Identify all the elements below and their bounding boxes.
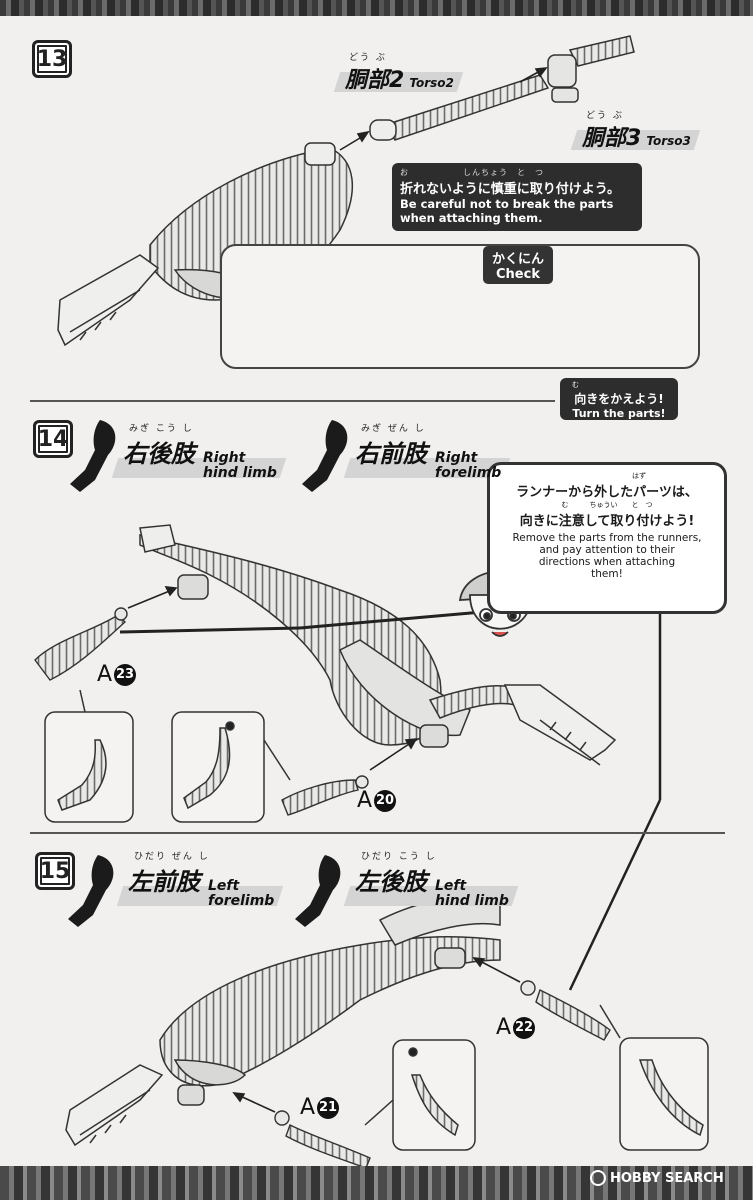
step14-arrows	[119, 586, 506, 771]
check-box	[220, 244, 700, 369]
speech-bubble: はず ランナーから外したパーツは、 む ちゅうい と つ 向きに注意して取り付け…	[487, 462, 727, 614]
step-15-label: 15	[39, 858, 71, 884]
speech-jp-2: 向きに注意して取り付けよう!	[519, 514, 695, 529]
right-hind-en: Right hind limb	[203, 451, 277, 480]
speech-ruby-2: む ちゅうい と つ	[561, 501, 653, 509]
step-13-number: 13	[32, 40, 72, 78]
left-fore-en: Left forelimb	[208, 879, 274, 908]
step-14-number: 14	[33, 420, 73, 458]
speech-en-1: Remove the parts from the runners,	[512, 532, 702, 544]
flipper-part-a20	[281, 775, 369, 816]
right-fore-jp: 右前肢	[355, 440, 427, 468]
detail-box-a22	[599, 1004, 709, 1151]
right-hind-label: みぎ こう し 右後肢 Right hind limb	[111, 424, 287, 480]
part-a20-letter: A	[357, 788, 373, 813]
right-hind-en-2: hind limb	[203, 464, 277, 481]
right-fore-ruby: みぎ ぜん し	[361, 424, 426, 434]
hobby-search-logo-icon	[590, 1170, 606, 1186]
part-a22-letter: A	[496, 1015, 512, 1040]
skeleton-step14	[139, 524, 617, 766]
torso2-part	[369, 74, 550, 141]
part-label-a20: A 20	[357, 788, 397, 813]
left-fore-jp: 左前肢	[128, 868, 200, 896]
skeleton-step15	[65, 895, 501, 1147]
flipper-silhouette-icon-right-hind	[70, 420, 116, 492]
left-fore-label: ひだり ぜん し 左前肢 Left forelimb	[116, 852, 284, 908]
right-hind-en-1: Right	[203, 450, 246, 466]
part-a23-letter: A	[97, 662, 113, 687]
flipper-silhouette-icon-left-fore	[68, 855, 114, 927]
torso2-ruby: どう ぶ	[349, 53, 387, 63]
speech-en-4: them!	[591, 568, 623, 580]
detail-box-a21	[364, 1039, 476, 1151]
detail-box-a23	[44, 689, 134, 823]
torso3-label: どう ぶ 胴部3 Torso3	[570, 111, 701, 152]
divider-14-15	[30, 832, 725, 834]
speech-en-3: directions when attaching	[538, 556, 676, 568]
flipper-part-a23	[34, 607, 128, 681]
step15-arrows	[232, 957, 521, 1113]
flipper-part-a22	[520, 980, 611, 1041]
divider-13-14	[30, 400, 555, 402]
torso3-ruby: どう ぶ	[586, 111, 624, 121]
right-fore-label: みぎ ぜん し 右前肢 Right forelimb	[343, 424, 511, 480]
flipper-silhouette-icon-left-hind	[295, 855, 341, 927]
left-hind-en-2: hind limb	[435, 892, 509, 909]
page-bottom-edge	[0, 1166, 753, 1200]
left-fore-ruby: ひだり ぜん し	[134, 852, 210, 862]
part-label-a23: A 23	[97, 662, 137, 687]
turn-parts-ruby: む	[572, 381, 579, 389]
right-fore-en-1: Right	[435, 450, 478, 466]
torso3-jp: 胴部3	[582, 126, 642, 151]
watermark-text: HOBBY SEARCH	[610, 1170, 724, 1186]
part-label-a22: A 22	[496, 1015, 536, 1040]
part-a23-number: 23	[114, 663, 137, 686]
torso2-jp: 胴部2	[345, 68, 405, 93]
hobby-search-watermark: HOBBY SEARCH	[590, 1170, 724, 1186]
caution-en-2: when attaching them.	[400, 211, 543, 225]
left-hind-jp: 左後肢	[355, 868, 427, 896]
speech-jp-1: ランナーから外したパーツは、	[516, 485, 698, 500]
turn-parts-jp: 向きをかえよう!	[574, 392, 664, 406]
caution-box: お しんちょう と つ 折れないように慎重に取り付けよう。 Be careful…	[392, 163, 642, 231]
left-hind-label: ひだり こう し 左後肢 Left hind limb	[343, 852, 519, 908]
right-fore-en-2: forelimb	[435, 464, 502, 481]
part-label-a21: A 21	[300, 1095, 340, 1120]
part-a22-number: 22	[513, 1016, 536, 1039]
detail-box-a20	[171, 711, 291, 823]
turn-parts-en: Turn the parts!	[572, 407, 666, 420]
part-a20-number: 20	[374, 789, 397, 812]
speech-ruby-1: はず	[632, 472, 646, 480]
part-a21-number: 21	[317, 1096, 340, 1119]
step-14-label: 14	[37, 426, 69, 452]
page-top-edge	[0, 0, 753, 16]
turn-parts-box: む 向きをかえよう! Turn the parts!	[560, 378, 678, 420]
speech-en-2: and pay attention to their	[539, 544, 675, 556]
right-fore-en: Right forelimb	[435, 451, 501, 480]
check-label: かくにん Check	[483, 246, 553, 284]
left-hind-ruby: ひだり こう し	[361, 852, 437, 862]
caution-ruby: お しんちょう と つ	[400, 168, 544, 177]
flipper-silhouette-icon-right-fore	[302, 420, 348, 492]
right-hind-ruby: みぎ こう し	[129, 424, 194, 434]
torso2-en: Torso2	[409, 76, 454, 90]
step-15-number: 15	[35, 852, 75, 890]
torso3-en: Torso3	[646, 134, 691, 148]
torso3-part	[547, 35, 635, 103]
left-hind-en-1: Left	[435, 878, 467, 894]
caution-jp: 折れないように慎重に取り付けよう。	[400, 182, 620, 197]
check-jp: かくにん	[491, 252, 544, 267]
left-fore-en-2: forelimb	[208, 892, 275, 909]
left-fore-en-1: Left	[208, 878, 240, 894]
left-hind-en: Left hind limb	[435, 879, 509, 908]
step-13-label: 13	[36, 46, 68, 72]
torso2-label: どう ぶ 胴部2 Torso2	[333, 53, 464, 94]
right-hind-jp: 右後肢	[123, 440, 195, 468]
step13-arrows	[339, 67, 548, 151]
part-a21-letter: A	[300, 1095, 316, 1120]
check-en: Check	[496, 267, 540, 282]
caution-en-1: Be careful not to break the parts	[400, 197, 614, 211]
